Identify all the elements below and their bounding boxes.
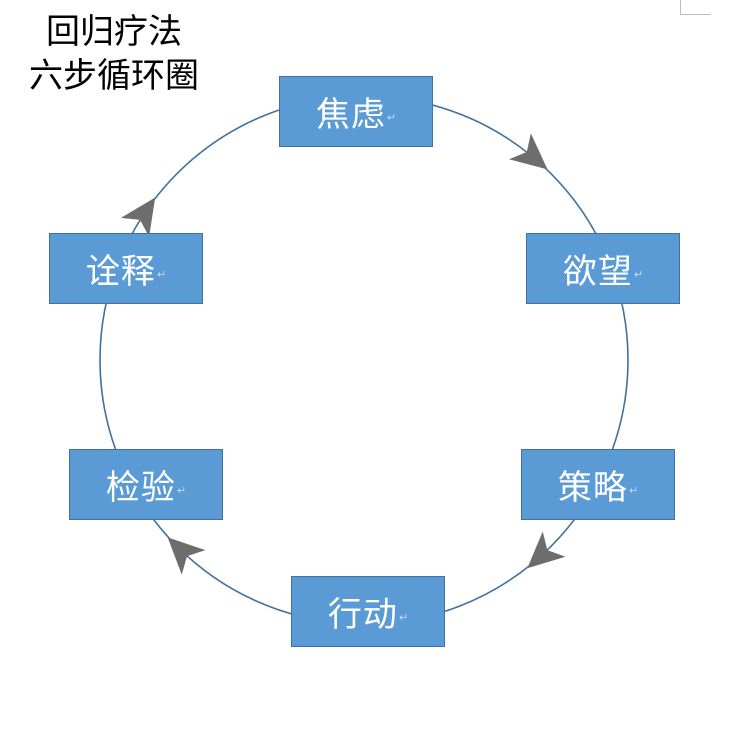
return-mark-icon: ↵	[633, 268, 644, 281]
chevron-arrow-icon	[508, 133, 548, 170]
return-mark-icon: ↵	[628, 484, 639, 497]
diagram-title: 回归疗法 六步循环圈	[14, 10, 214, 98]
title-line-2: 六步循环圈	[29, 56, 199, 96]
step-box-interpret: 诠释↵	[49, 233, 203, 304]
return-mark-icon: ↵	[156, 268, 167, 281]
step-box-desire: 欲望↵	[526, 233, 680, 304]
step-label: 诠释	[85, 252, 156, 292]
step-box-action: 行动↵	[291, 576, 445, 647]
step-box-strategy: 策略↵	[521, 449, 675, 520]
title-line-1: 回归疗法	[46, 12, 182, 52]
step-label: 策略	[557, 468, 628, 508]
chevron-arrow-icon	[120, 197, 156, 237]
chevron-arrow-icon	[527, 531, 566, 569]
step-box-verify: 检验↵	[69, 449, 223, 520]
step-label: 欲望	[562, 252, 633, 292]
chevron-arrow-icon	[167, 537, 206, 575]
step-box-anxiety: 焦虑↵	[279, 76, 433, 147]
return-mark-icon: ↵	[176, 484, 187, 497]
return-mark-icon: ↵	[386, 111, 397, 124]
page-corner-mark	[680, 0, 711, 15]
return-mark-icon: ↵	[398, 611, 409, 624]
step-label: 检验	[105, 468, 176, 508]
step-label: 行动	[327, 595, 398, 635]
step-label: 焦虑	[315, 95, 386, 135]
